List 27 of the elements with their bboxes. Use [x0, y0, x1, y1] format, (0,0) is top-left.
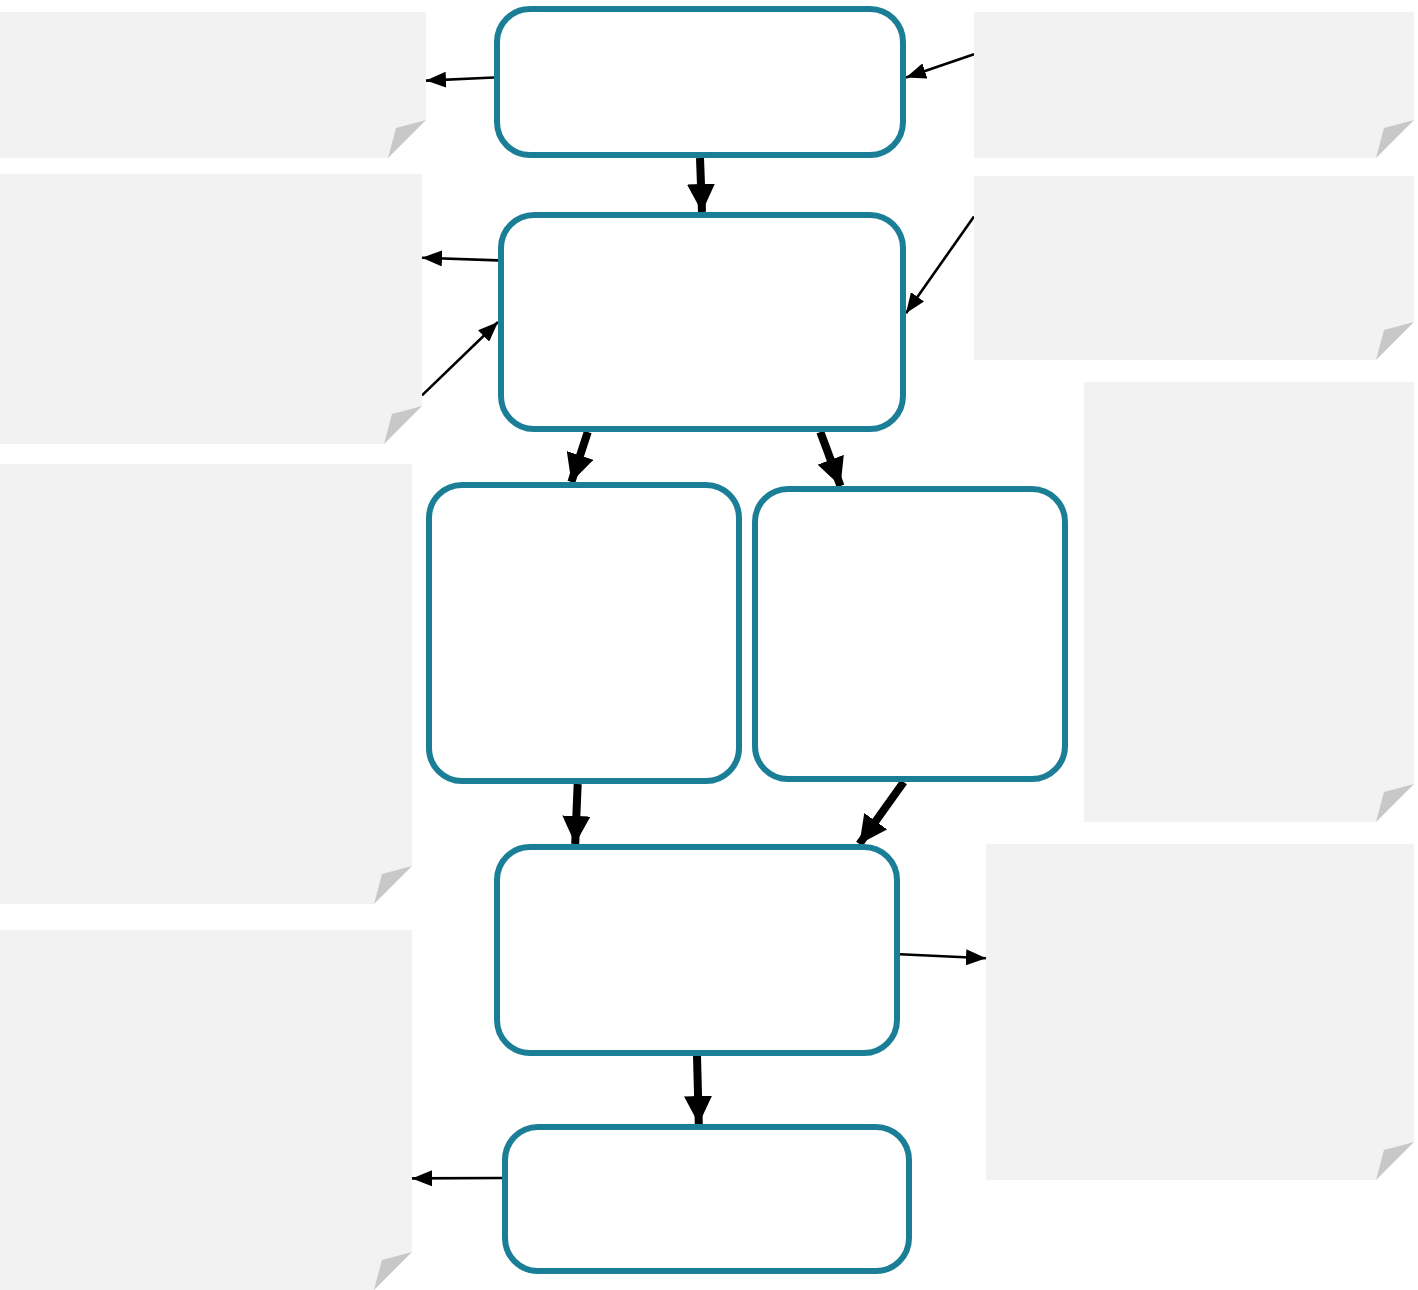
note-card	[974, 176, 1414, 360]
process-box	[426, 482, 742, 784]
arrow	[425, 71, 495, 88]
note-card	[986, 844, 1414, 1180]
process-box	[498, 212, 906, 432]
arrow	[412, 1170, 502, 1187]
arrow	[899, 949, 987, 966]
arrow	[856, 779, 907, 847]
arrow	[905, 53, 975, 79]
note-card	[0, 174, 422, 444]
arrow	[684, 1055, 713, 1125]
note-card	[0, 930, 412, 1290]
process-box	[494, 844, 900, 1056]
arrow	[566, 430, 594, 484]
arrow	[562, 783, 591, 845]
note-card	[974, 12, 1414, 158]
note-card	[0, 12, 426, 158]
note-card	[0, 464, 412, 904]
arrow	[816, 430, 845, 488]
process-box	[752, 486, 1068, 782]
arrow	[421, 321, 499, 397]
process-box	[502, 1124, 912, 1274]
arrow	[904, 215, 976, 314]
note-card	[1084, 382, 1414, 822]
arrow	[686, 157, 715, 213]
process-box	[494, 6, 906, 158]
arrow	[421, 250, 499, 267]
